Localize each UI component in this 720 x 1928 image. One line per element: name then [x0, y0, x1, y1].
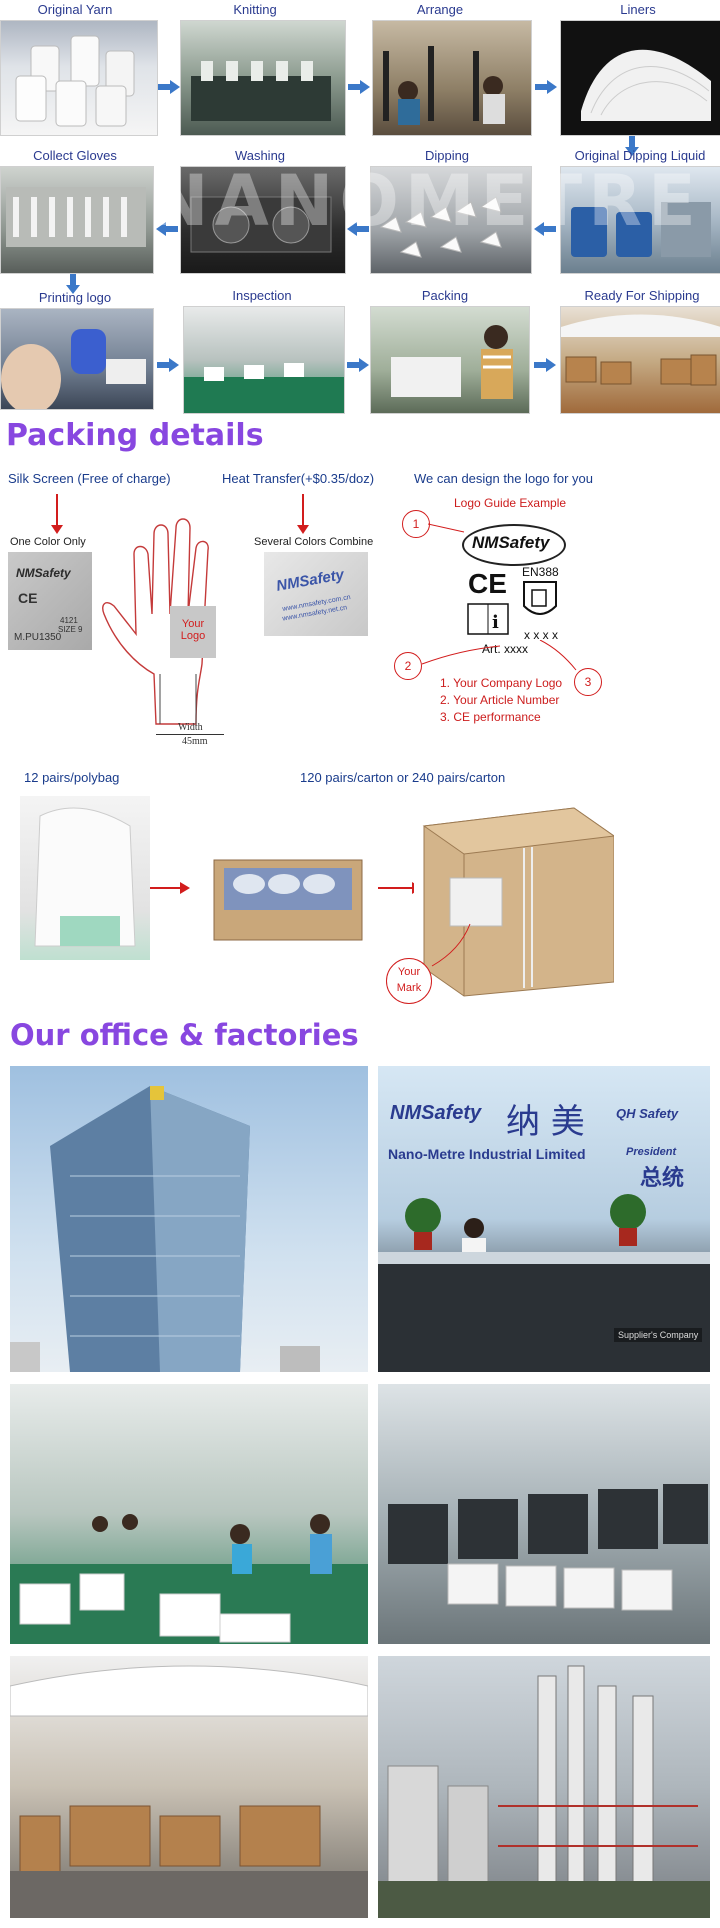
step-label: Liners [620, 2, 656, 17]
reception-company: Nano-Metre Industrial Limited [388, 1146, 586, 1162]
knitting-photo [180, 20, 346, 136]
red-arrow-right [150, 882, 190, 894]
office-title: Our office & factories [10, 1018, 359, 1052]
svg-text:i: i [492, 612, 499, 633]
mark-pointer [431, 923, 471, 967]
chemical-plant-photo [378, 1656, 710, 1918]
guide-pointer [428, 523, 465, 533]
guide-item: 2. Your Article Number [440, 693, 560, 707]
one-color-label: One Color Only [10, 536, 86, 548]
nm-logo: NMSafety [462, 524, 566, 566]
your-logo-text: Your Logo [180, 618, 206, 642]
reception-qh: QH Safety [616, 1106, 679, 1121]
reception-chinese: 纳 美 [506, 1102, 585, 1142]
step-label: Inspection [232, 288, 292, 303]
flow-arrow-left [347, 222, 369, 236]
flow-arrow-right [535, 80, 557, 94]
step-label: Original Dipping Liquid [574, 148, 706, 163]
workshop-photo [10, 1384, 368, 1644]
step-label: Washing [234, 148, 286, 163]
design-logo-label: We can design the logo for you [414, 471, 593, 486]
heat-transfer-sample: NMSafety www.nmsafety.com.cn www.nmsafet… [264, 552, 368, 636]
flow-arrow-right [347, 358, 369, 372]
several-colors-label: Several Colors Combine [254, 536, 374, 548]
shipping-photo [560, 306, 720, 414]
carton-label: 120 pairs/carton or 240 pairs/carton [300, 770, 506, 785]
ce-mark: CE [18, 590, 38, 606]
step-label: Ready For Shipping [584, 288, 700, 303]
sample-size: SIZE 9 [58, 625, 83, 634]
reception-brand: NMSafety [390, 1102, 482, 1124]
step-label: Arrange [416, 2, 464, 17]
logo-guide-title: Logo Guide Example [454, 496, 567, 510]
red-arrow-down [51, 494, 63, 534]
step-label: Knitting [233, 2, 277, 17]
guide-circle-1: 1 [402, 510, 430, 538]
nm-logo-text: NMSafety [472, 533, 550, 552]
sample-code: 4121 [60, 616, 78, 625]
office-building-photo [10, 1066, 368, 1372]
flow-arrow-left [156, 222, 178, 236]
your-mark-circle: Your Mark [386, 958, 432, 1004]
packing-photo [370, 306, 530, 414]
width-dimension-line [156, 734, 224, 735]
xxxx-label: x x x x [524, 628, 559, 642]
yarn-photo [0, 20, 158, 136]
step-label: Collect Gloves [33, 148, 117, 163]
flow-arrow-right [534, 358, 556, 372]
guide-circle-3: 3 [574, 668, 602, 696]
warehouse-photo [10, 1656, 368, 1918]
silk-screen-sample: NMSafety CE 4121 SIZE 9 M.PU1350 [8, 552, 92, 650]
guide-item: 1. Your Company Logo [440, 676, 563, 690]
sample-brand: NMSafety [275, 566, 346, 595]
silk-screen-label: Silk Screen (Free of charge) [8, 471, 171, 486]
supplier-label: Supplier's Company [614, 1328, 703, 1342]
sample-art: M.PU1350 [14, 632, 62, 643]
step-label: Packing [421, 288, 469, 303]
art-label: Art. xxxx [482, 642, 529, 656]
knitting-hall-photo [378, 1384, 710, 1644]
inspection-photo [183, 306, 345, 414]
step-label: Printing logo [38, 290, 112, 305]
flow-arrow-down [66, 274, 80, 294]
reception-photo: NMSafety 纳 美 Nano-Metre Industrial Limit… [378, 1066, 710, 1372]
flow-arrow-down [625, 136, 639, 156]
polybag-label: 12 pairs/polybag [24, 770, 120, 785]
shield-icon [523, 581, 557, 615]
sample-brand: NMSafety [16, 566, 71, 580]
washing-photo [180, 166, 346, 274]
step-label: Dipping [424, 148, 470, 163]
heat-transfer-label: Heat Transfer(+$0.35/doz) [222, 471, 375, 486]
flow-arrow-left [534, 222, 556, 236]
liners-photo [560, 20, 720, 136]
flow-arrow-right [157, 358, 179, 372]
logo-placeholder: Your Logo [170, 606, 216, 658]
arrange-photo [372, 20, 532, 136]
collect-gloves-photo [0, 166, 154, 274]
printing-logo-photo [0, 308, 154, 410]
guide-pointer [421, 640, 577, 671]
width-label: Width [178, 722, 203, 733]
width-value: 45mm [182, 736, 208, 747]
guide-item: 3. CE performance [440, 710, 541, 724]
closed-carton-photo [414, 796, 614, 998]
polybag-photo [20, 796, 150, 960]
step-label: Original Yarn [37, 2, 113, 17]
guide-circle-2: 2 [394, 652, 422, 680]
en388-label: EN388 [522, 565, 559, 579]
flow-arrow-right [158, 80, 180, 94]
hand-outline [102, 518, 209, 725]
dipping-photo [370, 166, 532, 274]
reception-president: President [626, 1146, 677, 1158]
dipping-liquid-photo [560, 166, 720, 274]
book-icon: i [467, 603, 509, 635]
reception-zt: 总统 [640, 1166, 685, 1191]
ce-mark: CE [468, 568, 507, 599]
packing-details-title: Packing details [6, 418, 264, 453]
red-arrow-down [297, 494, 309, 534]
your-mark-text: Your Mark [396, 966, 422, 994]
flow-arrow-right [348, 80, 370, 94]
open-carton-photo [204, 840, 372, 944]
